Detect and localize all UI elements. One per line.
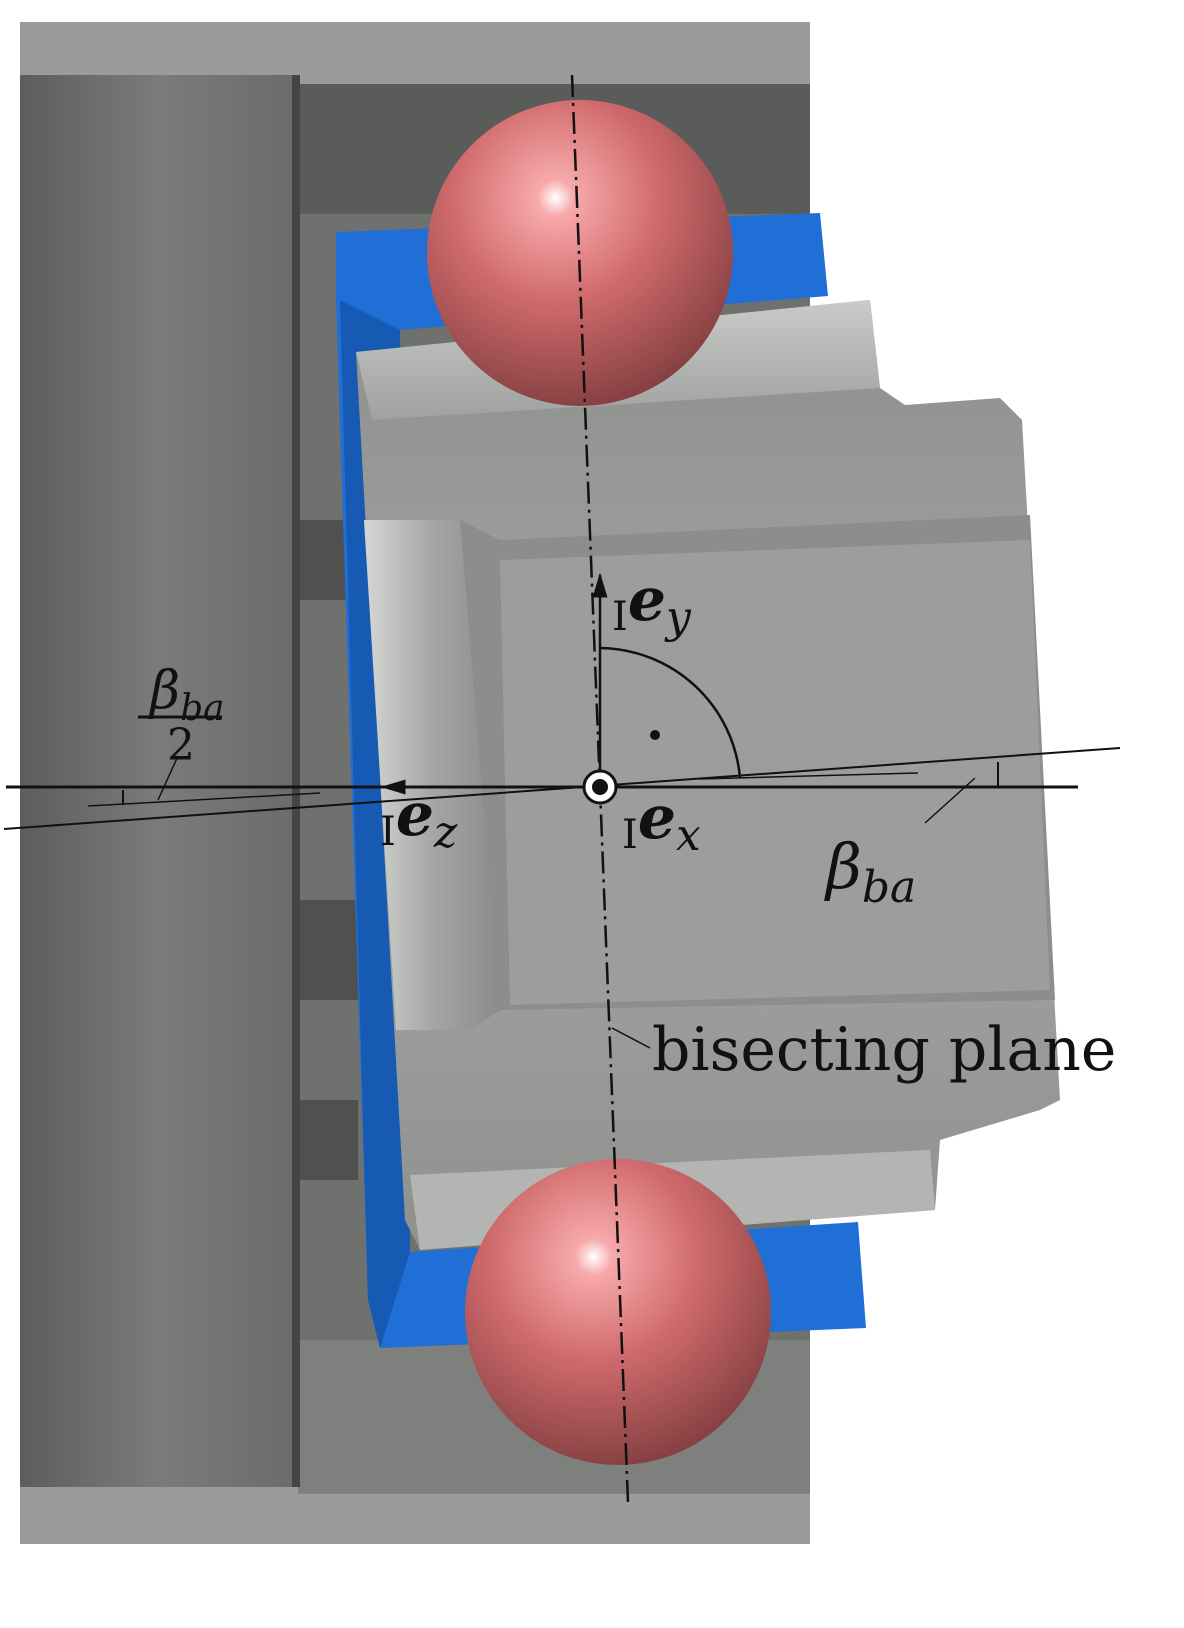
raceway-band-mid3 bbox=[298, 1100, 358, 1180]
shaft bbox=[20, 75, 298, 1487]
tilted-axis bbox=[3, 747, 1121, 830]
angle-ref-right bbox=[699, 772, 919, 780]
label-ez: Iez bbox=[380, 780, 458, 858]
bisecting-leader bbox=[611, 1027, 651, 1049]
right-angle-dot bbox=[650, 730, 660, 740]
label-beta: βba bbox=[824, 830, 916, 913]
origin-dot bbox=[592, 779, 608, 795]
svg-text:2: 2 bbox=[167, 720, 195, 771]
half-angle-ref bbox=[87, 792, 321, 807]
inner-ring-flange bbox=[364, 520, 500, 1030]
beta-leader bbox=[924, 777, 976, 824]
right-angle-arc bbox=[599, 646, 742, 779]
label-ey: Iey bbox=[612, 565, 692, 643]
label-ex: Iex bbox=[622, 783, 701, 861]
svg-text:βba: βba bbox=[148, 661, 225, 729]
raceway-band-mid2 bbox=[298, 900, 358, 1000]
label-bisecting-plane: bisecting plane bbox=[652, 1015, 1116, 1085]
half-angle-leader bbox=[157, 755, 179, 801]
shaft-edge bbox=[292, 75, 300, 1487]
label-half-beta: βba 2 bbox=[138, 661, 225, 771]
ball-bottom bbox=[465, 1159, 771, 1465]
